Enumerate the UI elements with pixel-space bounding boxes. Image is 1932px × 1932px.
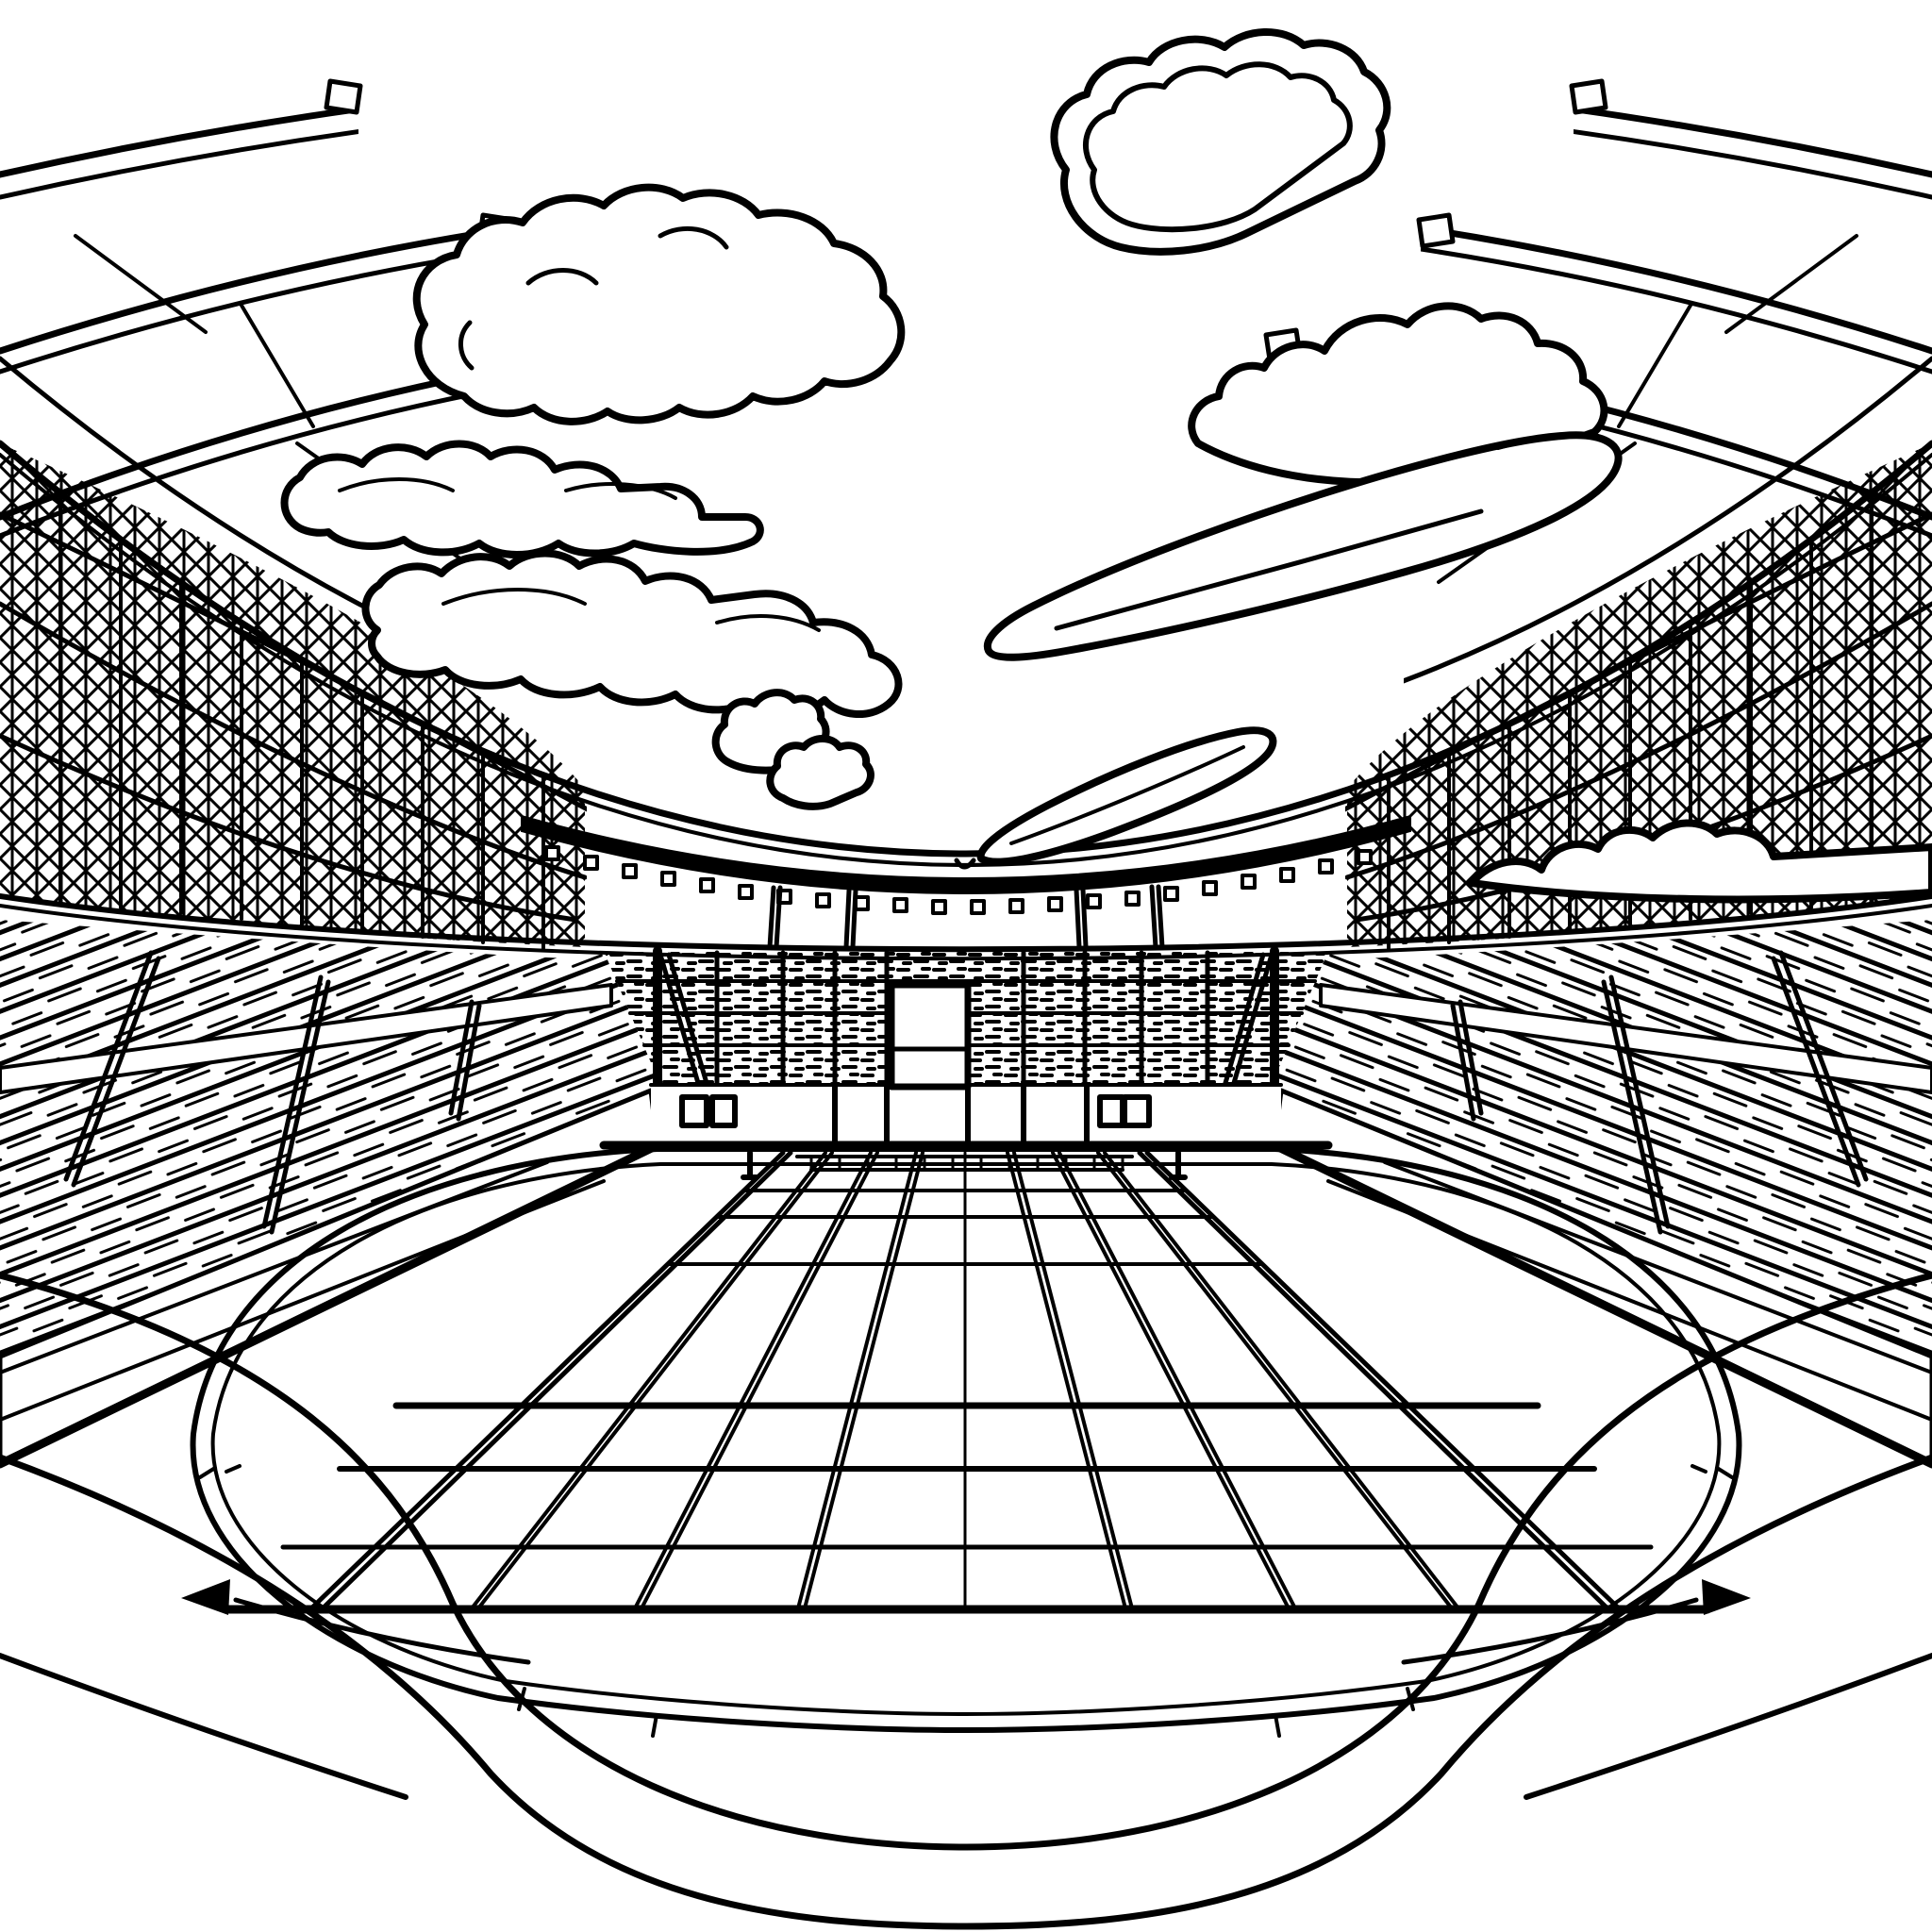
track-oval-middle: [0, 1272, 1932, 1851]
scoreboard: [888, 981, 972, 1091]
cloud-left-big: [412, 183, 906, 425]
light-band: [521, 814, 1411, 950]
cloud-right-wave: [1468, 819, 1932, 904]
roof-beam-icon: [0, 246, 511, 375]
roof-beam-icon: [0, 225, 511, 355]
cloud-left-big-detail: [458, 225, 729, 371]
roof-panel-arc: [0, 356, 528, 684]
light-band-strip: [521, 814, 1411, 894]
aisle-lines: [63, 950, 482, 1235]
field-boundary-lines: [308, 1150, 1622, 1611]
cloud-wavy-center-detail: [441, 588, 821, 632]
far-stand: [0, 893, 1932, 1150]
roof-beam-icon: [0, 341, 664, 521]
stand-base-diagonal: [0, 1141, 662, 1469]
roof-beam-cap: [324, 78, 363, 115]
seat-rows-fill: [0, 920, 660, 1357]
clouds: [280, 28, 1932, 904]
wall-posts: [832, 1082, 1090, 1148]
cloud-left-band-detail: [338, 477, 677, 500]
cloud-top-right-inner: [1083, 61, 1353, 233]
door-icon: [679, 1094, 1152, 1128]
track-direction-arrow-icon: [181, 1579, 230, 1615]
truss-girder-lines: [0, 511, 587, 923]
truss-strut-lines: [58, 491, 545, 950]
corner-track-arc: [0, 1653, 408, 1800]
roof-beam-icon: [0, 106, 358, 178]
side-stand-left: [0, 920, 662, 1800]
track-oval-outer: [0, 1454, 1932, 1930]
cloud-swoosh-detail: [1009, 745, 1245, 845]
cloud-small-2: [766, 735, 874, 810]
roof-beam-icon: [0, 129, 358, 200]
truss-hatch-fill: [0, 443, 585, 947]
mullion-lines: [714, 950, 1210, 1086]
lane-lines: [470, 1151, 1460, 1610]
hanging-poles: [767, 884, 1165, 950]
lamp-icon: [544, 845, 1373, 915]
aisle-slashes: [658, 952, 1274, 1086]
track-oval-inner-innerline: [210, 1162, 1722, 1716]
cloud-right-streak-dash: [1495, 437, 1529, 450]
cross-lines-thin: [666, 1168, 1264, 1266]
cloud-left-band: [280, 440, 764, 558]
cloud-right-streak-belly: [1054, 508, 1484, 631]
cloud-wavy-center: [361, 549, 903, 722]
roof-beam-icon: [0, 360, 664, 539]
stand-top-rail: [0, 893, 1932, 953]
track-oval-inner-outerline: [190, 1146, 1742, 1733]
track: [0, 1146, 1932, 1930]
center-hook: [954, 858, 976, 870]
roof-truss: [0, 443, 587, 950]
